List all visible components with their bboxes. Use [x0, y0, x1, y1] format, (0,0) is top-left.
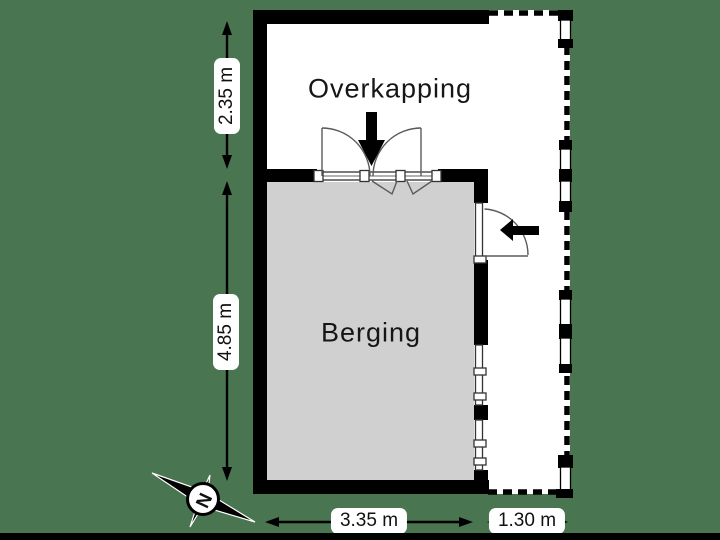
walls	[253, 10, 489, 494]
berging-floor	[267, 182, 474, 480]
jamb-left	[313, 169, 324, 183]
bw1-glazing	[559, 19, 572, 41]
glazed-partition	[313, 169, 442, 183]
bw4-glazing	[559, 466, 572, 491]
wall-right-bottom	[474, 470, 488, 494]
window-2-mullion-b	[473, 457, 487, 466]
dim-label-left-bottom: 4.85 m	[213, 293, 239, 371]
wall-top	[253, 10, 489, 24]
bw4-cap-corner	[556, 489, 573, 498]
bw2-glazing-a	[559, 148, 572, 171]
wall-right-pier	[474, 405, 488, 420]
bw3-cap-top	[559, 290, 572, 300]
dashed-boundary	[488, 10, 570, 495]
window-2-mullion-a	[473, 439, 487, 448]
wall-right-mid	[474, 260, 488, 345]
bw2-cap-bottom	[559, 201, 572, 212]
side-door-glazing	[474, 202, 484, 258]
double-door-symbol	[321, 127, 433, 196]
dim-arrowhead	[222, 181, 232, 195]
bw4-cap-top	[558, 455, 573, 468]
boundary-window-1	[558, 10, 573, 48]
door-arc-left	[321, 127, 371, 177]
entrance-arrow-down-icon	[358, 112, 385, 166]
bottom-edge-bar	[0, 533, 720, 540]
bw3-cap-bottom	[559, 364, 572, 373]
dim-arrowhead	[459, 517, 473, 527]
side-door-symbol	[483, 208, 529, 257]
compass-ring	[186, 482, 220, 516]
wall-right-top	[474, 169, 488, 203]
north-compass: N	[151, 472, 256, 528]
bw3-glazing-b	[559, 337, 572, 366]
dim-arrowhead	[222, 155, 232, 169]
dim-arrowhead	[265, 517, 279, 527]
dim-arrowhead	[222, 467, 232, 481]
dim-label-bottom-right: 1.30 m	[488, 508, 566, 534]
bw3-glazing-a	[559, 298, 572, 326]
mullion-2	[395, 169, 406, 183]
wall-mid-left-stub	[253, 169, 317, 182]
bw1-cap-bottom	[558, 39, 573, 48]
side-door-jamb	[473, 255, 487, 264]
boundary-window-3	[559, 290, 572, 373]
door-swing-inner-right	[406, 180, 433, 196]
right-wall-openings	[473, 202, 487, 471]
dim-label-bottom-left: 3.35 m	[330, 508, 408, 534]
room-label-berging: Berging	[320, 317, 422, 348]
dim-arrowhead	[222, 21, 232, 35]
dim-label-left-top: 2.35 m	[214, 57, 240, 135]
wall-left	[253, 10, 267, 494]
entrance-arrow-left-icon	[500, 219, 539, 241]
window-1-mullion-b	[473, 392, 487, 401]
bw3-cap-mid	[559, 324, 572, 339]
door-swing-inner-left	[371, 180, 398, 196]
room-label-overkapping: Overkapping	[307, 73, 473, 104]
window-1-mullion-a	[473, 367, 487, 376]
boundary-windows	[556, 10, 573, 498]
bw2-cap-top	[559, 140, 572, 150]
side-door-arc	[484, 208, 529, 256]
jamb-right	[431, 169, 442, 183]
wall-bottom	[253, 480, 489, 494]
bw1-cap-top	[558, 10, 573, 21]
bw2-glazing-b	[559, 180, 572, 203]
door-arc-right	[372, 127, 422, 177]
boundary-window-4	[556, 455, 573, 498]
bw2-cap-mid	[559, 169, 572, 182]
boundary-window-2	[559, 140, 572, 212]
mullion-1	[359, 169, 370, 183]
